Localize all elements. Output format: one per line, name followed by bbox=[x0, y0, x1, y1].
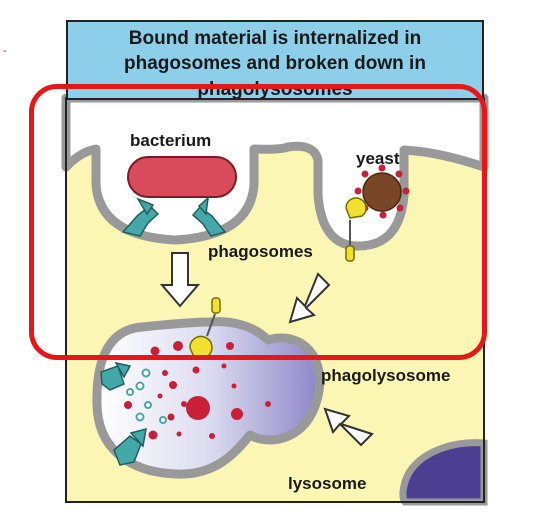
yeast-receptor bbox=[345, 197, 367, 262]
bacterium bbox=[127, 156, 237, 198]
pl-receptor-bottom bbox=[113, 427, 147, 466]
arrow-diagonal-lower bbox=[323, 407, 374, 447]
label-yeast: yeast bbox=[356, 149, 400, 168]
receptor-right bbox=[191, 196, 227, 237]
lysosome bbox=[399, 439, 488, 506]
label-bacterium: bacterium bbox=[130, 131, 212, 150]
title-line-1: Bound material is internalized in bbox=[128, 28, 422, 49]
label-phagosomes: phagosomes bbox=[208, 242, 313, 261]
degraded-particles bbox=[124, 341, 271, 440]
label-lysosome: lysosome bbox=[288, 474, 367, 493]
pl-yellow-receptor bbox=[189, 297, 221, 358]
side-mark: - bbox=[3, 45, 7, 57]
highlight-box bbox=[29, 84, 487, 360]
arrow-down bbox=[159, 252, 201, 308]
title-line-2: phagosomes and broken down in bbox=[124, 53, 426, 74]
receptor-left bbox=[121, 197, 160, 237]
pl-receptor-top bbox=[100, 361, 132, 391]
arrow-diagonal-upper bbox=[288, 272, 331, 324]
label-phagolysosome: phagolysosome bbox=[321, 366, 451, 385]
